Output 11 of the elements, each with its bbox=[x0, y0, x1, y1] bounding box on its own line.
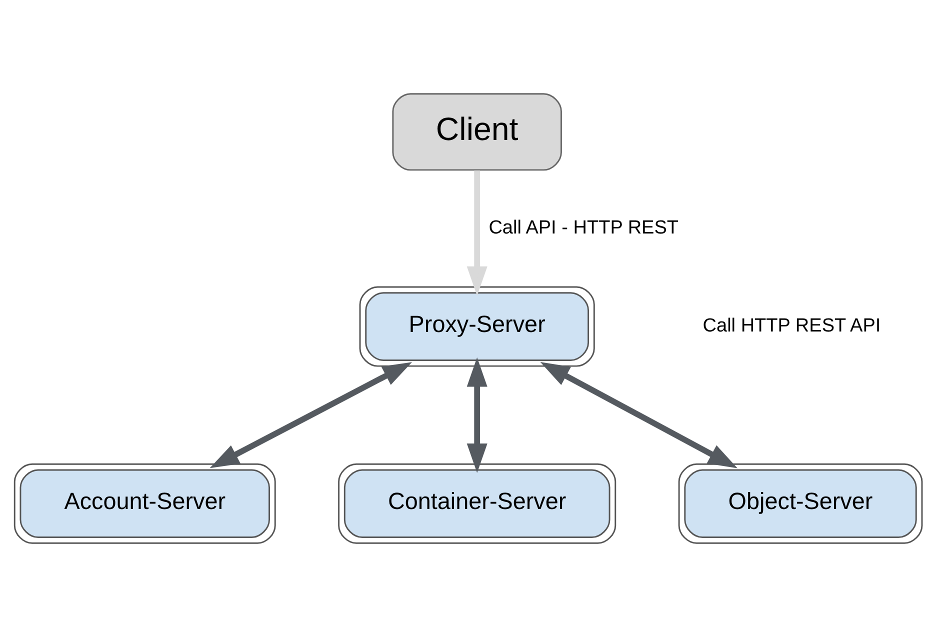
node-box: Object-Server bbox=[678, 463, 923, 544]
edge-label: Call API - HTTP REST bbox=[488, 217, 679, 238]
node-box: Account-Server bbox=[14, 463, 276, 544]
arrow bbox=[540, 362, 738, 468]
label: Call HTTP REST API bbox=[702, 316, 881, 337]
node-box: Client bbox=[392, 93, 562, 171]
arrow bbox=[210, 362, 412, 468]
arrow bbox=[466, 170, 488, 296]
node-box: Container-Server bbox=[338, 463, 616, 544]
node-box: Proxy-Server bbox=[359, 286, 595, 367]
arrow bbox=[466, 357, 488, 473]
